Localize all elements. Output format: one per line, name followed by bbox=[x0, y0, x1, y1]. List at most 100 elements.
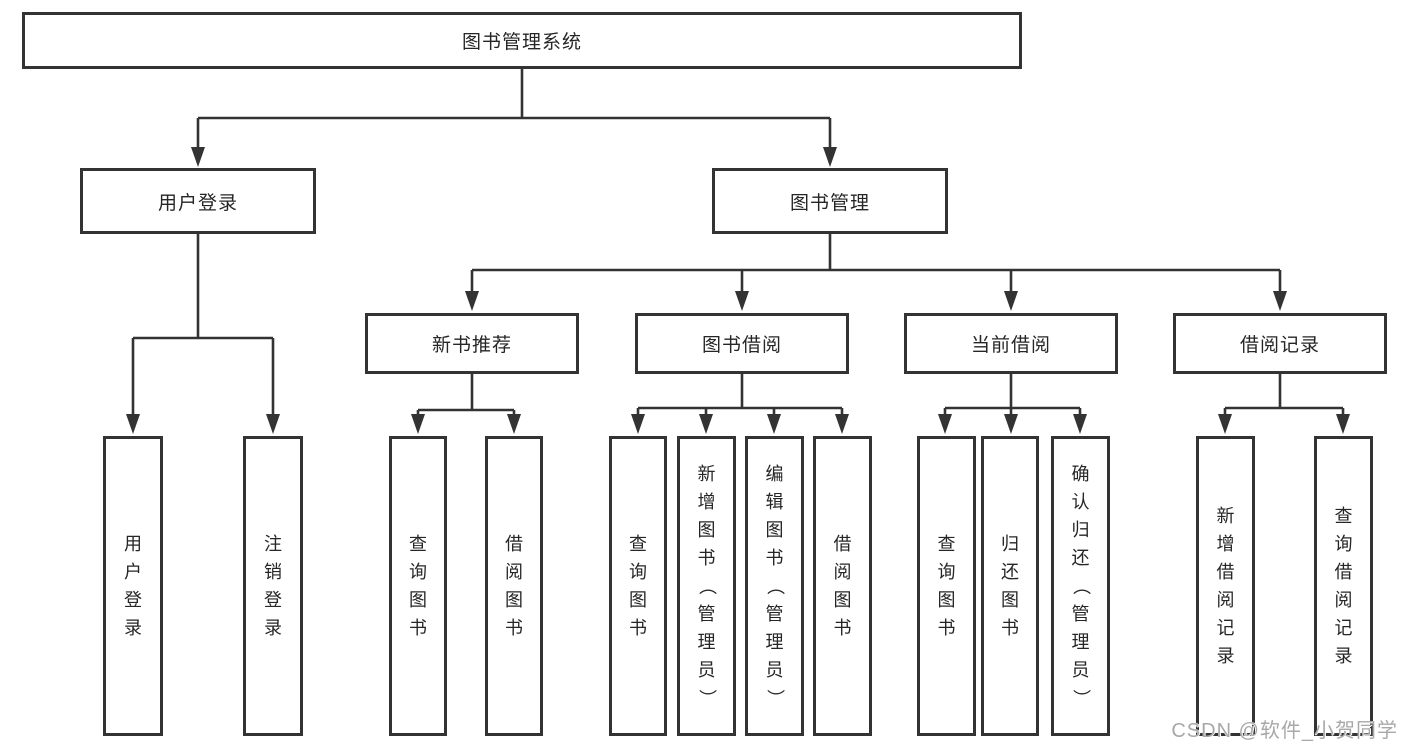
vertical-char: 注 bbox=[264, 534, 282, 554]
vertical-char: 阅 bbox=[1334, 590, 1353, 610]
vertical-char: 登 bbox=[124, 590, 142, 610]
vertical-char: 阅 bbox=[1216, 590, 1235, 610]
vertical-char: 书 bbox=[629, 618, 647, 638]
node-label: 查询借阅记录 bbox=[1335, 502, 1353, 670]
vertical-char: 书 bbox=[937, 618, 956, 638]
leaf-query-books-borrowing: 查询图书 bbox=[609, 436, 667, 736]
vertical-char: 图 bbox=[765, 520, 784, 540]
node-label: 查询图书 bbox=[629, 530, 647, 642]
node-label: 确认归还（管理员） bbox=[1071, 460, 1091, 712]
vertical-char: 询 bbox=[1334, 534, 1353, 554]
vertical-char: 增 bbox=[1216, 534, 1235, 554]
vertical-char: 录 bbox=[1334, 646, 1353, 666]
node-label: 图书借阅 bbox=[701, 335, 782, 356]
node-label: 查询图书 bbox=[938, 530, 956, 642]
vertical-char: 查 bbox=[1334, 506, 1353, 526]
leaf-query-books-current: 查询图书 bbox=[917, 436, 976, 736]
vertical-char: 员 bbox=[765, 660, 784, 680]
vertical-char: 查 bbox=[629, 534, 647, 554]
node-label: 新增借阅记录 bbox=[1217, 502, 1235, 670]
vertical-char: 图 bbox=[833, 590, 852, 610]
leaf-confirm-return-admin: 确认归还（管理员） bbox=[1051, 436, 1110, 736]
csdn-watermark: CSDN @软件_小贺同学 bbox=[1171, 720, 1398, 742]
vertical-char: ） bbox=[1070, 689, 1091, 707]
leaf-return-books: 归还图书 bbox=[981, 436, 1039, 736]
vertical-char: 书 bbox=[409, 618, 427, 638]
node-label: 新书推荐 bbox=[431, 335, 512, 356]
node-book-borrowing: 图书借阅 bbox=[635, 313, 849, 374]
node-label: 借阅记录 bbox=[1239, 335, 1320, 356]
vertical-char: ） bbox=[696, 689, 717, 707]
vertical-char: 员 bbox=[697, 660, 716, 680]
vertical-char: 归 bbox=[1001, 534, 1019, 554]
node-label: 借阅图书 bbox=[505, 530, 523, 642]
vertical-char: 借 bbox=[1216, 562, 1235, 582]
vertical-char: 图 bbox=[409, 590, 427, 610]
leaf-edit-books-admin: 编辑图书（管理员） bbox=[745, 436, 804, 736]
node-label: 用户登录 bbox=[124, 530, 142, 642]
node-label: 新增图书 （ 管理员 ） bbox=[697, 460, 717, 712]
node-user-login: 用户登录 bbox=[80, 168, 316, 234]
vertical-char: 询 bbox=[937, 562, 956, 582]
vertical-char: 查 bbox=[937, 534, 956, 554]
leaf-add-borrow-record: 新增借阅记录 bbox=[1196, 436, 1255, 736]
vertical-char: 借 bbox=[833, 534, 852, 554]
node-borrowing-records: 借阅记录 bbox=[1173, 313, 1387, 374]
vertical-char: 借 bbox=[1334, 562, 1353, 582]
vertical-char: （ bbox=[1070, 577, 1091, 595]
node-current-borrowing: 当前借阅 bbox=[904, 313, 1118, 374]
vertical-char: 录 bbox=[264, 618, 282, 638]
leaf-user-login: 用户登录 bbox=[103, 436, 163, 736]
vertical-char: 还 bbox=[1071, 548, 1090, 568]
vertical-char: ） bbox=[764, 689, 785, 707]
vertical-char: 归 bbox=[1071, 520, 1090, 540]
vertical-char: 管 bbox=[765, 604, 784, 624]
leaf-borrow-books: 借阅图书 bbox=[813, 436, 872, 736]
vertical-char: 录 bbox=[124, 618, 142, 638]
vertical-char: 图 bbox=[697, 520, 716, 540]
node-label: 图书管理系统 bbox=[461, 32, 582, 53]
vertical-char: 阅 bbox=[833, 562, 852, 582]
vertical-char: 理 bbox=[697, 632, 716, 652]
vertical-char: 书 bbox=[765, 548, 784, 568]
node-library-system: 图书管理系统 bbox=[22, 12, 1022, 69]
vertical-char: 还 bbox=[1001, 562, 1019, 582]
vertical-char: 确 bbox=[1071, 464, 1090, 484]
vertical-char: 书 bbox=[1001, 618, 1019, 638]
node-book-management: 图书管理 bbox=[712, 168, 948, 234]
vertical-char: 理 bbox=[1071, 632, 1090, 652]
vertical-char: 员 bbox=[1071, 660, 1090, 680]
vertical-char: 新 bbox=[697, 464, 716, 484]
leaf-add-books-admin: 新增图书 （ 管理员 ） bbox=[677, 436, 736, 736]
node-label: 用户登录 bbox=[157, 192, 238, 214]
vertical-char: 查 bbox=[409, 534, 427, 554]
vertical-char: 借 bbox=[505, 534, 523, 554]
vertical-char: 阅 bbox=[505, 562, 523, 582]
vertical-char: 销 bbox=[264, 562, 282, 582]
vertical-char: 增 bbox=[697, 492, 716, 512]
vertical-char: 记 bbox=[1216, 618, 1235, 638]
leaf-logout: 注销登录 bbox=[243, 436, 303, 736]
node-label: 查询图书 bbox=[409, 530, 427, 642]
vertical-char: 管 bbox=[697, 604, 716, 624]
vertical-char: 图 bbox=[1001, 590, 1019, 610]
node-label: 当前借阅 bbox=[970, 335, 1051, 356]
vertical-char: 新 bbox=[1216, 506, 1235, 526]
vertical-char: （ bbox=[696, 577, 717, 595]
vertical-char: 记 bbox=[1334, 618, 1353, 638]
vertical-char: 书 bbox=[697, 548, 716, 568]
vertical-char: 认 bbox=[1071, 492, 1090, 512]
vertical-char: 辑 bbox=[765, 492, 784, 512]
node-label: 借阅图书 bbox=[834, 530, 852, 642]
vertical-char: 询 bbox=[409, 562, 427, 582]
vertical-char: 用 bbox=[124, 534, 142, 554]
leaf-query-books-recommend: 查询图书 bbox=[389, 436, 447, 736]
vertical-char: 户 bbox=[124, 562, 142, 582]
node-label: 归还图书 bbox=[1001, 530, 1019, 642]
leaf-query-borrow-record: 查询借阅记录 bbox=[1314, 436, 1373, 736]
vertical-char: （ bbox=[764, 577, 785, 595]
vertical-char: 登 bbox=[264, 590, 282, 610]
vertical-char: 图 bbox=[629, 590, 647, 610]
